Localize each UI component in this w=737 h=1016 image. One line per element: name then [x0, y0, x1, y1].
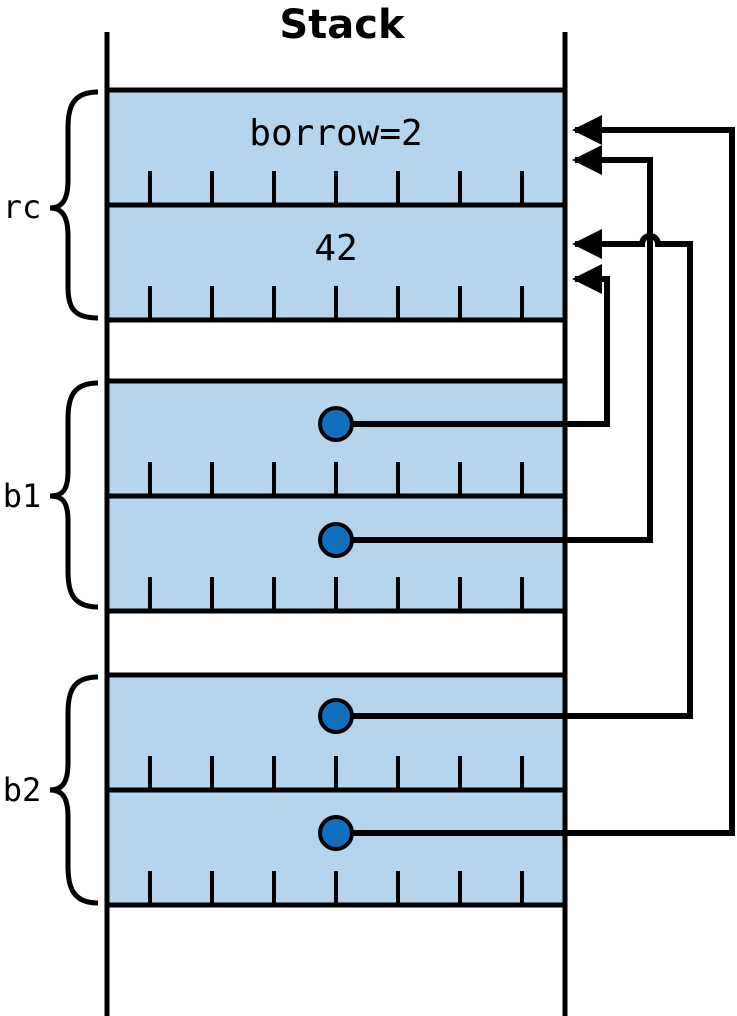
rc-label: rc — [3, 188, 42, 226]
rc-brace — [49, 89, 99, 321]
pointer-arrows — [336, 115, 735, 836]
slot-tick-marks — [148, 171, 524, 905]
b2-label: b2 — [3, 771, 42, 809]
stack-slots — [104, 87, 568, 908]
b2-borrow-dot — [318, 815, 354, 851]
b1-pointer-arrow — [336, 264, 610, 427]
b1-borrow-arrow — [336, 145, 653, 543]
stack-title: Stack — [279, 2, 406, 48]
b1-brace — [49, 380, 99, 610]
b1-pointer-dot — [318, 406, 354, 442]
b1-borrow-dot — [318, 522, 354, 558]
b2-pointer-dot — [318, 698, 354, 734]
b2-pointer-arrow — [336, 229, 693, 719]
b1-label: b1 — [3, 477, 42, 515]
rc-borrow-count-text: borrow=2 — [249, 113, 422, 154]
b2-brace — [49, 674, 99, 906]
rc-value-text: 42 — [314, 228, 357, 269]
b2-borrow-arrow — [336, 115, 735, 836]
